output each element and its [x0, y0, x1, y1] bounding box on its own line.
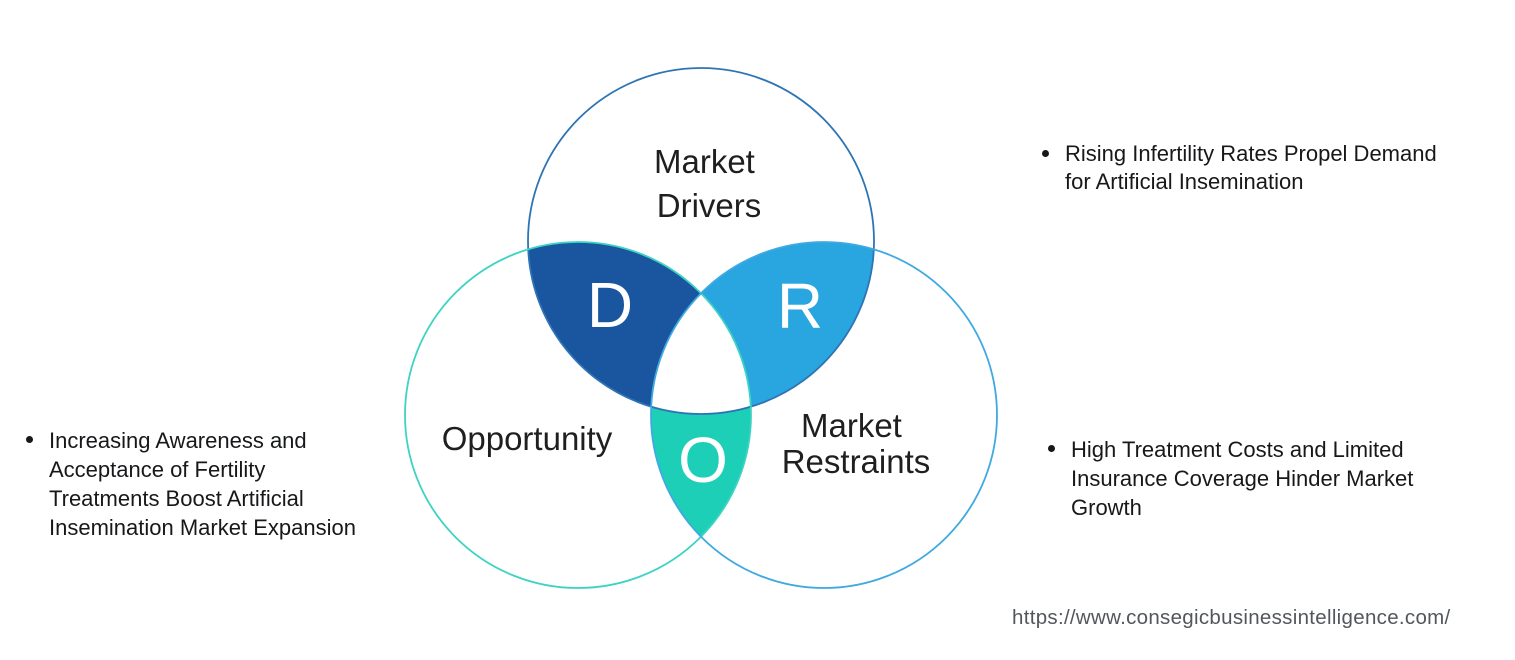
label-opportunity: Opportunity — [442, 420, 613, 457]
note-drivers: Rising Infertility Rates Propel Demand f… — [1042, 140, 1492, 196]
bullet-icon — [1042, 150, 1049, 157]
lens-drivers-opportunity — [528, 242, 751, 414]
note-opportunity: Increasing Awareness and Acceptance of F… — [26, 426, 426, 542]
note-drivers-text: Rising Infertility Rates Propel Demand f… — [1065, 141, 1437, 194]
circle-market-restraints — [650, 241, 998, 589]
circle-market-drivers — [527, 67, 875, 415]
label-market-drivers: Market Drivers — [654, 143, 764, 224]
label-market-drivers-line1: Market — [654, 143, 755, 180]
note-restraints-text: High Treatment Costs and Limited Insuran… — [1071, 437, 1414, 520]
source-url: https://www.consegicbusinessintelligence… — [1012, 606, 1451, 629]
letter-o: O — [678, 424, 728, 496]
bullet-icon — [26, 436, 33, 443]
lens-drivers-restraints — [651, 242, 874, 414]
bullet-icon — [1048, 445, 1055, 452]
label-market-restraints-line2: Restraints — [782, 443, 931, 480]
note-opportunity-text: Increasing Awareness and Acceptance of F… — [49, 428, 356, 540]
label-market-restraints: Market Restraints — [782, 407, 931, 480]
label-market-drivers-line2: Drivers — [657, 187, 762, 224]
note-restraints: High Treatment Costs and Limited Insuran… — [1048, 435, 1478, 522]
label-market-restraints-line1: Market — [801, 407, 902, 444]
letter-r: R — [777, 270, 823, 342]
circle-opportunity — [404, 241, 752, 589]
letter-d: D — [587, 269, 633, 341]
